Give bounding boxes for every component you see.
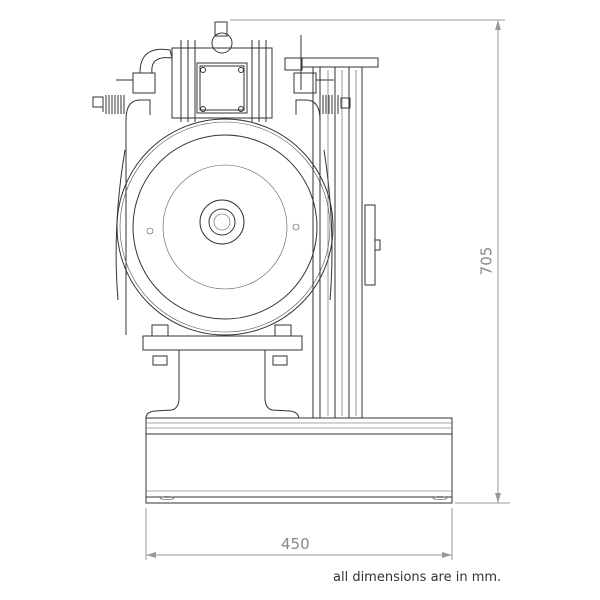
cooling-fins (171, 21, 273, 122)
motor-support (142, 324, 303, 419)
traction-sheave (284, 35, 381, 418)
base-frame (145, 417, 453, 504)
width-dimension-label: 450 (281, 535, 310, 553)
spring-left (92, 95, 125, 114)
height-dimension-label: 705 (477, 246, 496, 276)
dimension-lines (145, 19, 510, 560)
motor-housing (115, 99, 334, 336)
units-note: all dimensions are in mm. (333, 570, 502, 585)
